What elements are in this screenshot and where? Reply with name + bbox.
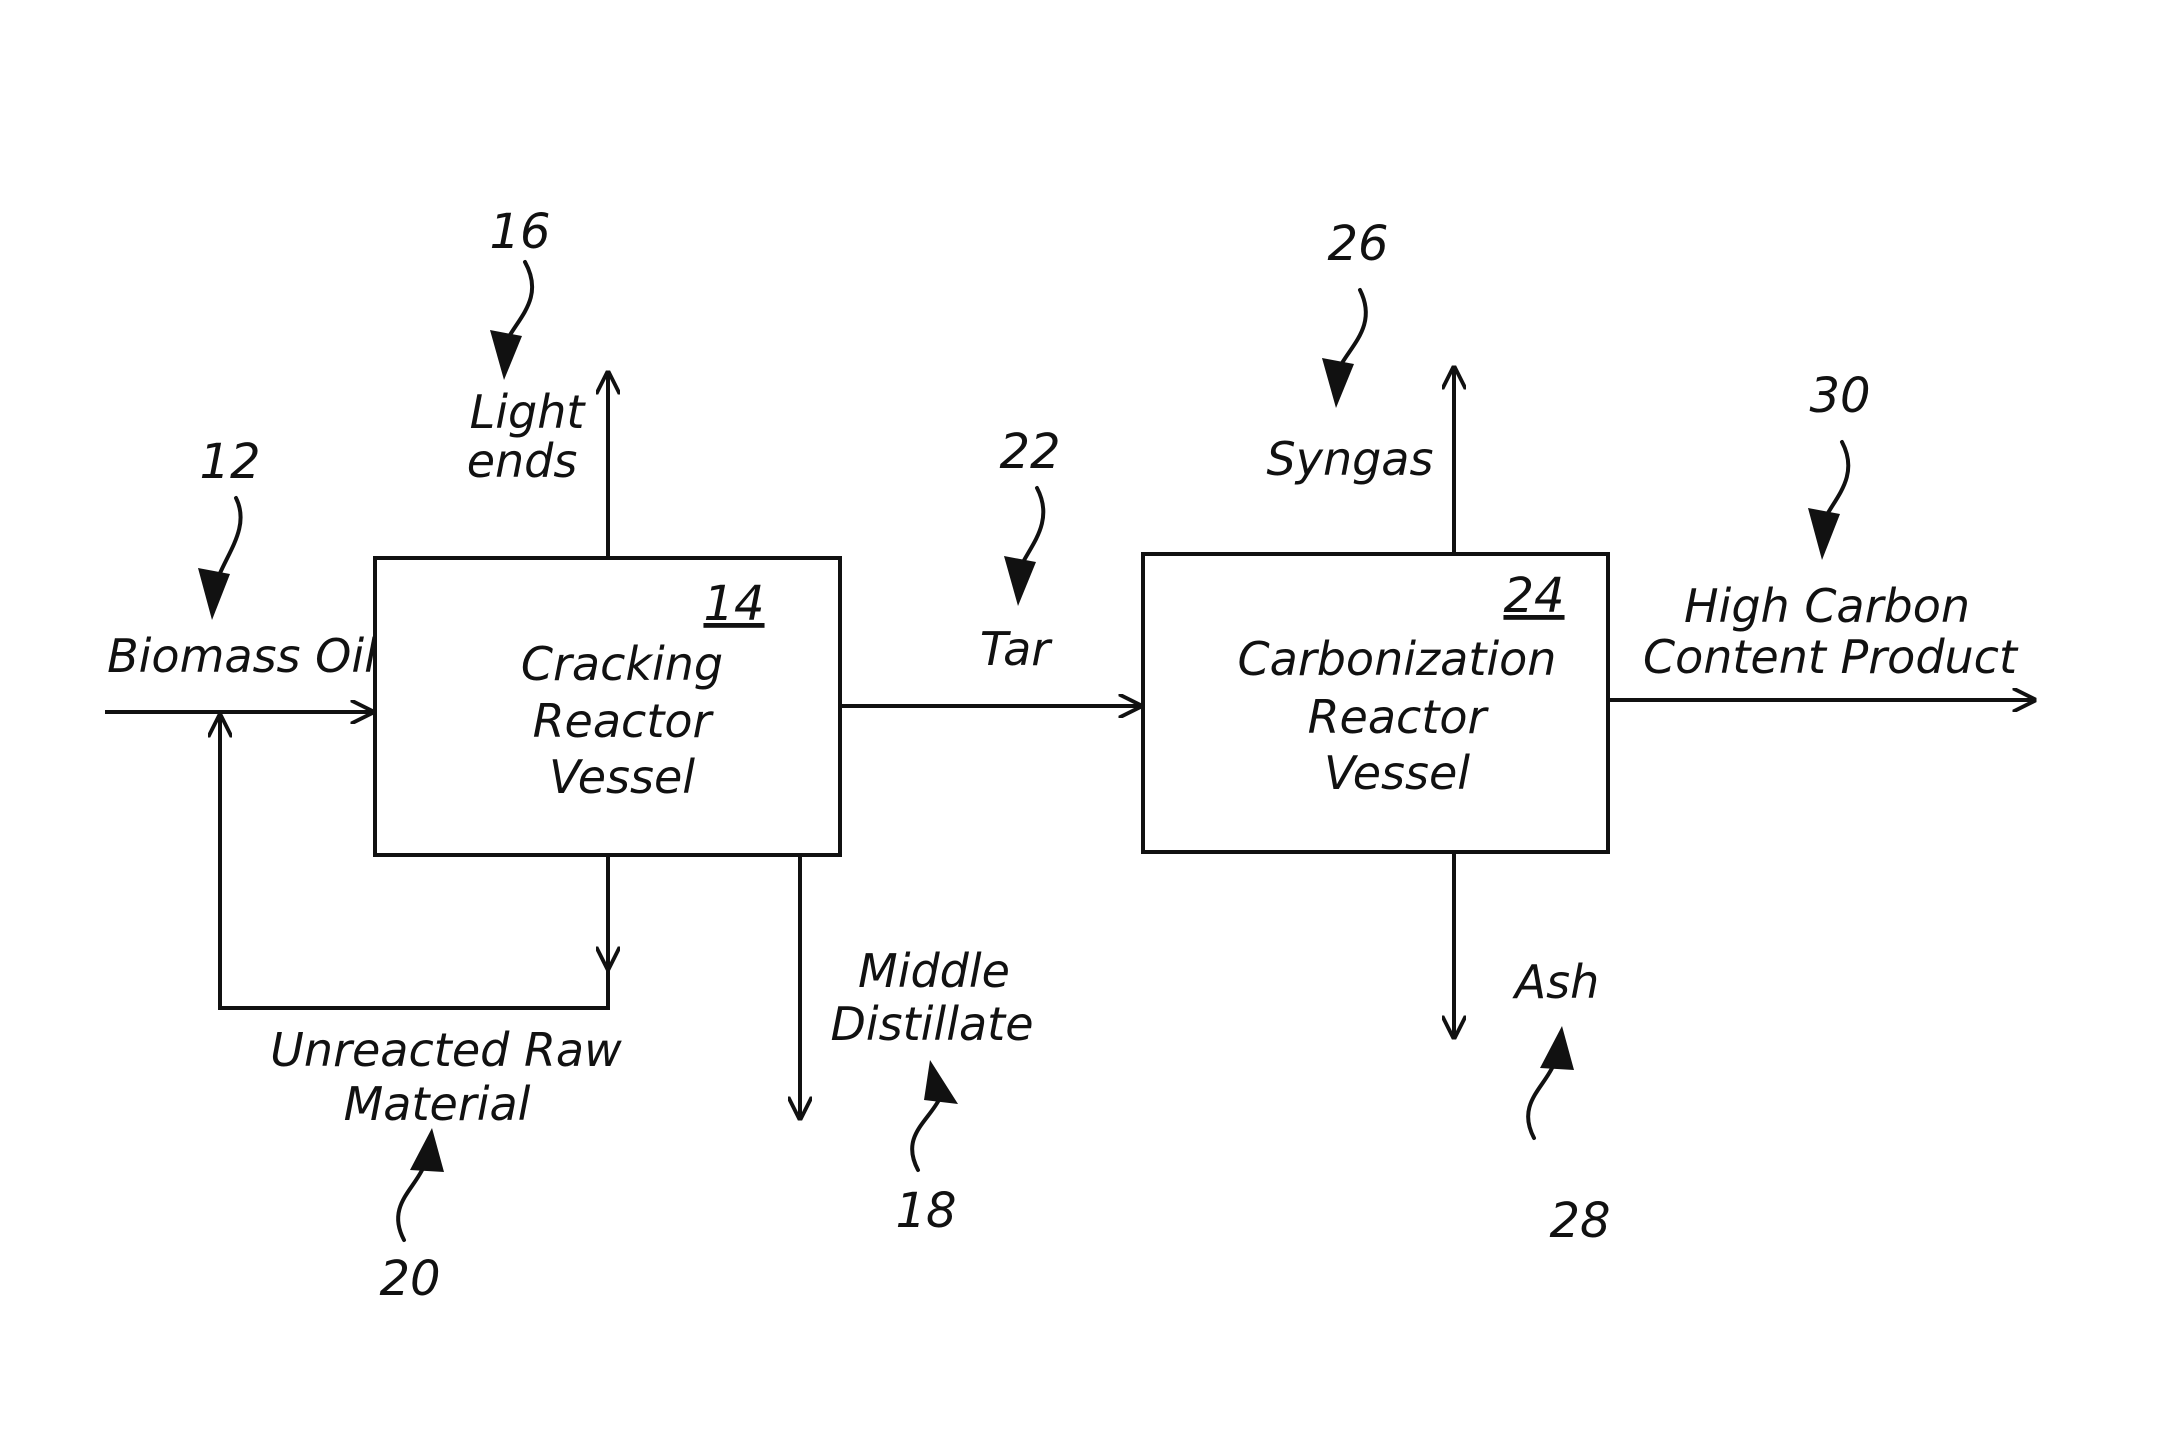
middle-distillate-label-line-2: Distillate [830,997,1033,1051]
unreacted-raw-material-label-line-2: Material [344,1077,531,1131]
product-label-line-1: High Carbon [1684,579,1970,633]
ref-30: 30 [1809,368,1870,424]
light-ends-label-line-2: ends [467,434,578,488]
carbonization-reactor-label-line-1: Carbonization [1238,632,1557,686]
leader-16 [490,262,532,380]
syngas-label: Syngas [1267,432,1434,486]
biomass-oil-label: Biomass Oil [107,629,377,683]
ref-16: 16 [489,204,550,260]
tar-label: Tar [980,622,1053,676]
cracking-reactor-label-line-1: Cracking [521,637,723,691]
leader-20 [398,1128,444,1240]
ash-label: Ash [1512,955,1600,1009]
light-ends-label-line-1: Light [470,385,587,439]
ref-20: 20 [379,1251,440,1307]
ref-18: 18 [895,1183,956,1239]
leader-18 [912,1060,958,1170]
carbonization-reactor-label-line-2: Reactor [1308,690,1490,744]
cracking-reactor-label-line-2: Reactor [533,694,715,748]
middle-distillate-label-line-1: Middle [858,944,1010,998]
leader-28 [1528,1026,1574,1138]
leader-26 [1322,290,1366,408]
cracking-reactor-ref: 14 [703,576,764,632]
leader-12 [198,498,241,620]
leader-30 [1808,442,1848,560]
carbonization-reactor-label-line-3: Vessel [1324,746,1470,800]
cracking-reactor-label-line-3: Vessel [549,750,695,804]
ref-28: 28 [1549,1193,1610,1249]
ref-22: 22 [999,424,1060,480]
ref-12: 12 [199,434,260,490]
carbonization-reactor-ref: 24 [1503,568,1564,624]
leader-22 [1004,488,1043,606]
ref-26: 26 [1327,216,1388,272]
product-label-line-2: Content Product [1643,630,2019,684]
unreacted-raw-material-label-line-1: Unreacted Raw [270,1023,622,1077]
